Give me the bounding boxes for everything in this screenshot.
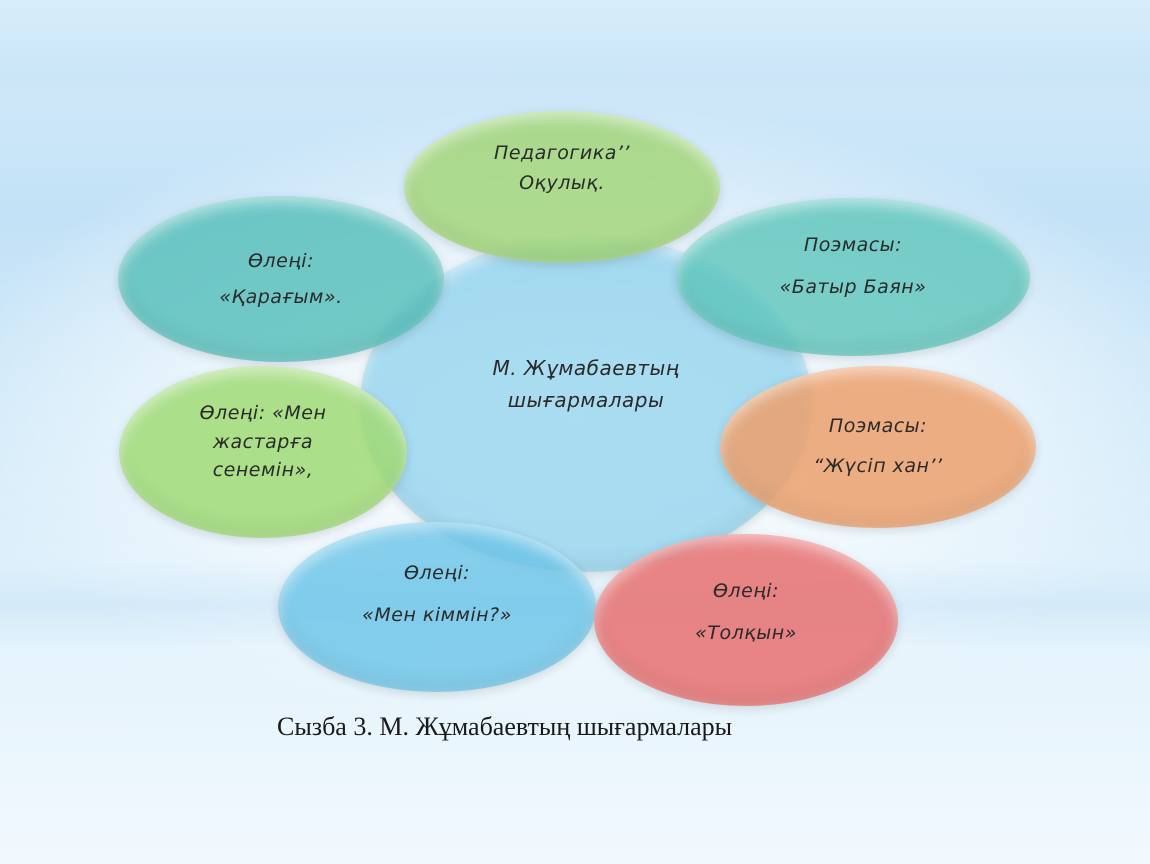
node-poem-tolkyn: Өлеңі: «Толқын» xyxy=(594,534,898,706)
node-pedagogy-textbook: Педагогика’’ Оқулық. xyxy=(404,111,720,263)
node-poem-men-kimmin: Өлеңі: «Мен кіммін?» xyxy=(278,522,596,692)
node-label: Поэмасы: «Батыр Баян» xyxy=(779,234,927,298)
node-poem-karagym: Өлеңі: «Қарағым». xyxy=(118,196,444,362)
center-node-label: М. Жұмабаевтың шығармалары xyxy=(492,356,680,412)
diagram-caption: Сызба 3. М. Жұмабаевтың шығармалары xyxy=(277,712,733,741)
node-poem-zhusip-khan: Поэмасы: “Жүсіп хан’’ xyxy=(720,366,1036,528)
node-label: Педагогика’’ Оқулық. xyxy=(494,141,630,194)
node-label: Өлеңі: «Мен жастарға сенемін», xyxy=(199,402,327,482)
node-label: Өлеңі: «Қарағым». xyxy=(219,249,343,308)
node-poem-men-zhastarga-senemin: Өлеңі: «Мен жастарға сенемін», xyxy=(119,366,407,538)
node-label: Өлеңі: «Мен кіммін?» xyxy=(362,562,512,626)
node-label: Өлеңі: «Толқын» xyxy=(695,580,797,644)
background-streak xyxy=(0,30,1150,120)
node-label: Поэмасы: “Жүсіп хан’’ xyxy=(813,415,943,477)
node-poem-batyr-bayan: Поэмасы: «Батыр Баян» xyxy=(676,198,1030,356)
